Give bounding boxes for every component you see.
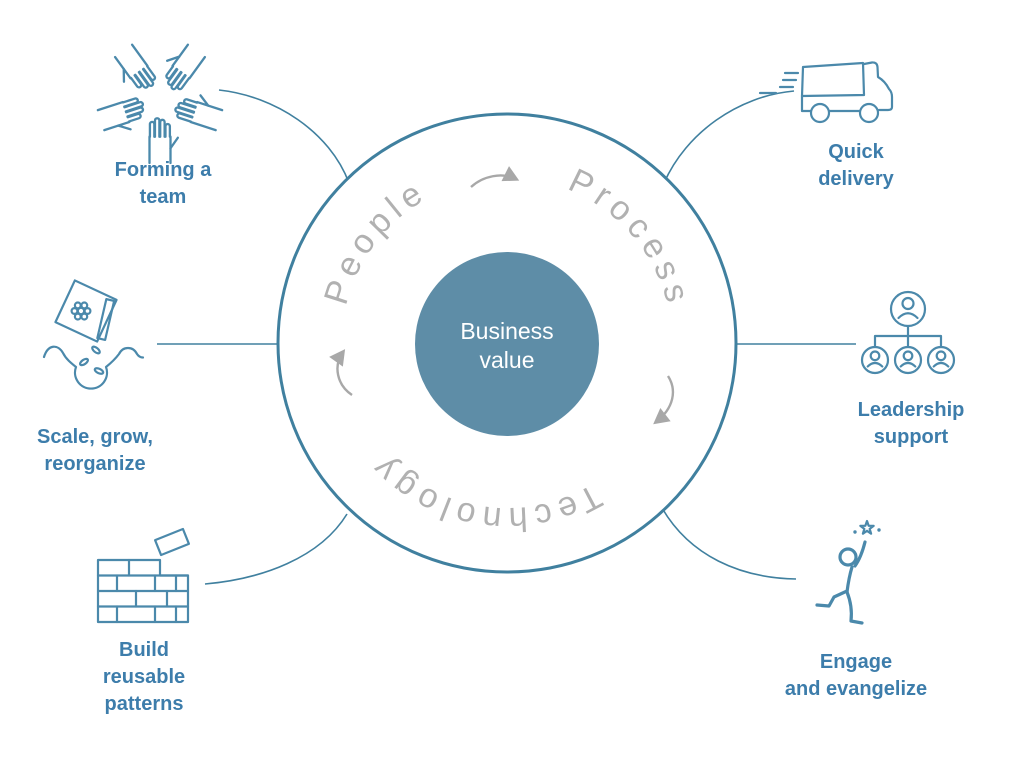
team-hands-icon: [96, 39, 226, 165]
cycle-arrow-right-icon: [653, 375, 675, 425]
cycle-arrow-top-icon: [470, 166, 520, 188]
label-line: Forming a: [114, 159, 212, 181]
person-reaching-star-icon: [815, 519, 881, 625]
connector-engage: [661, 507, 797, 580]
label-line: reorganize: [44, 453, 146, 475]
label-line: Leadership: [857, 399, 965, 421]
connectors: [157, 89, 856, 585]
label-quick-delivery: Quick delivery: [746, 139, 966, 193]
delivery-truck-icon: [758, 61, 894, 124]
label-engage: Engage and evangelize: [746, 649, 966, 703]
cycle-arrow-left-icon: [329, 349, 353, 396]
seed-packet-icon: [42, 279, 145, 390]
label-line: support: [873, 426, 949, 448]
label-line: reusable: [102, 666, 186, 688]
label-forming-team: Forming a team: [53, 157, 273, 211]
label-line: patterns: [104, 693, 184, 715]
label-line: Engage: [819, 651, 893, 673]
business-value-label: Business value: [460, 318, 554, 373]
label-line: Build: [119, 639, 169, 661]
label-leadership: Leadership support: [801, 397, 1021, 451]
org-chart-icon: [860, 290, 956, 375]
connector-build-patterns: [204, 513, 348, 585]
label-scale-grow: Scale, grow, reorganize: [0, 424, 205, 478]
label-line: and evangelize: [784, 678, 928, 700]
business-value-circle: [415, 252, 599, 436]
connector-forming-team: [218, 89, 350, 184]
label-build-patterns: Build reusable patterns: [34, 637, 254, 718]
brick-wall-icon: [96, 527, 191, 624]
label-line: delivery: [818, 168, 894, 190]
label-line: team: [139, 186, 187, 208]
connector-quick-delivery: [663, 90, 795, 184]
label-line: Scale, grow,: [37, 426, 153, 448]
cycle-arrows: [329, 166, 675, 425]
label-line: Quick: [828, 141, 884, 163]
